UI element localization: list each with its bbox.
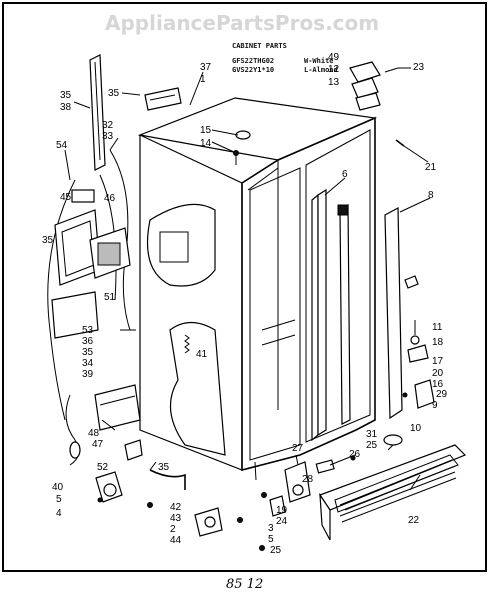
compressor-cord-47 (65, 394, 81, 466)
callout-33: 33 (102, 131, 114, 142)
color-code-white: W-White (304, 57, 334, 65)
callout-51: 51 (104, 292, 116, 303)
callout-18: 18 (432, 337, 444, 348)
callout-22: 22 (408, 515, 420, 526)
callout-17: 17 (432, 356, 444, 367)
screw-group (97, 455, 356, 551)
callout-39: 39 (82, 369, 94, 380)
callout-2: 2 (170, 524, 176, 535)
watermark: AppliancePartsPros.com (105, 11, 379, 35)
hose-42 (149, 469, 186, 490)
callout-46: 46 (104, 193, 116, 204)
callout-49: 49 (328, 52, 340, 63)
trim-strip-8 (384, 207, 403, 420)
callout-20: 20 (432, 368, 444, 379)
callout-10: 10 (410, 423, 422, 434)
screw-14 (233, 150, 239, 156)
callout-35: 35 (42, 235, 54, 246)
model-number-1: GFS22THG02 (232, 57, 274, 65)
callout-25: 25 (366, 440, 378, 451)
callout-53: 53 (82, 325, 94, 336)
callout-15: 15 (200, 125, 212, 136)
callout-11: 11 (432, 322, 443, 333)
spring-41 (184, 334, 190, 354)
bracket-26 (315, 459, 335, 474)
callout-35: 35 (82, 347, 94, 358)
control-panel-51 (89, 227, 131, 279)
relay-bracket-48 (94, 384, 141, 431)
breaker-strip-38 (89, 54, 106, 171)
callout-44: 44 (170, 535, 182, 546)
mullion-bar (337, 203, 351, 425)
callout-12: 12 (328, 64, 340, 75)
callout-26: 26 (349, 449, 361, 460)
callout-45: 45 (60, 192, 72, 203)
callout-4: 4 (56, 508, 62, 519)
callout-29: 29 (436, 389, 448, 400)
callout-41: 41 (196, 349, 208, 360)
callout-16: 16 (432, 379, 444, 390)
cabinet-body (137, 97, 378, 481)
callout-37: 37 (200, 62, 212, 73)
callout-24: 24 (276, 516, 288, 527)
callout-47: 47 (92, 439, 104, 450)
divider-rail-6 (311, 188, 327, 442)
callout-14: 14 (200, 138, 212, 149)
callout-5: 5 (268, 534, 274, 545)
callout-35: 35 (108, 88, 120, 99)
callout-48: 48 (88, 428, 100, 439)
insulation-pad (51, 291, 99, 339)
callout-6: 6 (342, 169, 348, 180)
leveler-10 (383, 434, 403, 446)
callout-labels: 37 1 35 35 38 32 33 54 45 46 35 51 53 36… (42, 52, 448, 556)
heater-wire-54 (47, 179, 76, 421)
clip-21 (395, 139, 405, 147)
top-hinge-assembly (349, 61, 399, 111)
callout-28: 28 (302, 474, 314, 485)
callout-5: 5 (56, 494, 62, 505)
callout-21: 21 (425, 162, 437, 173)
callout-32: 32 (102, 120, 114, 131)
callout-34: 34 (82, 358, 94, 369)
drain-parts-52 (124, 439, 143, 461)
callout-43: 43 (170, 513, 182, 524)
footer-mark: 85 12 (226, 577, 263, 592)
callout-27: 27 (292, 443, 304, 454)
callout-35: 35 (60, 90, 72, 101)
callout-19: 19 (276, 505, 288, 516)
leveling-leg-2 (194, 507, 223, 537)
diagram-border (2, 2, 487, 572)
callout-25: 25 (270, 545, 282, 556)
callout-8: 8 (428, 190, 434, 201)
wire-harness-32 (99, 174, 117, 301)
callout-52: 52 (97, 462, 109, 473)
right-hardware (402, 275, 435, 409)
callout-35: 35 (158, 462, 170, 473)
bracket-45 (71, 189, 95, 203)
callout-1: 1 (200, 74, 206, 85)
callout-42: 42 (170, 502, 182, 513)
callout-40: 40 (52, 482, 64, 493)
callout-9: 9 (432, 400, 438, 411)
callout-31: 31 (366, 429, 378, 440)
roller-40 (95, 471, 123, 503)
leader-lines (64, 67, 431, 491)
model-number-2: GVS22Y1*10 (232, 66, 274, 74)
callout-36: 36 (82, 336, 94, 347)
diagram-title: CABINET PARTS (232, 42, 287, 50)
plug-button-15 (235, 130, 251, 140)
color-code-almond: L-Almond (304, 66, 338, 74)
callout-23: 23 (413, 62, 425, 73)
callout-13: 13 (328, 77, 340, 88)
callout-38: 38 (60, 102, 72, 113)
callout-54: 54 (56, 140, 68, 151)
roller-guide-24 (269, 495, 286, 517)
toe-grille-22 (319, 444, 467, 541)
callout-3: 3 (268, 523, 274, 534)
hinge-cover-37 (144, 87, 182, 111)
